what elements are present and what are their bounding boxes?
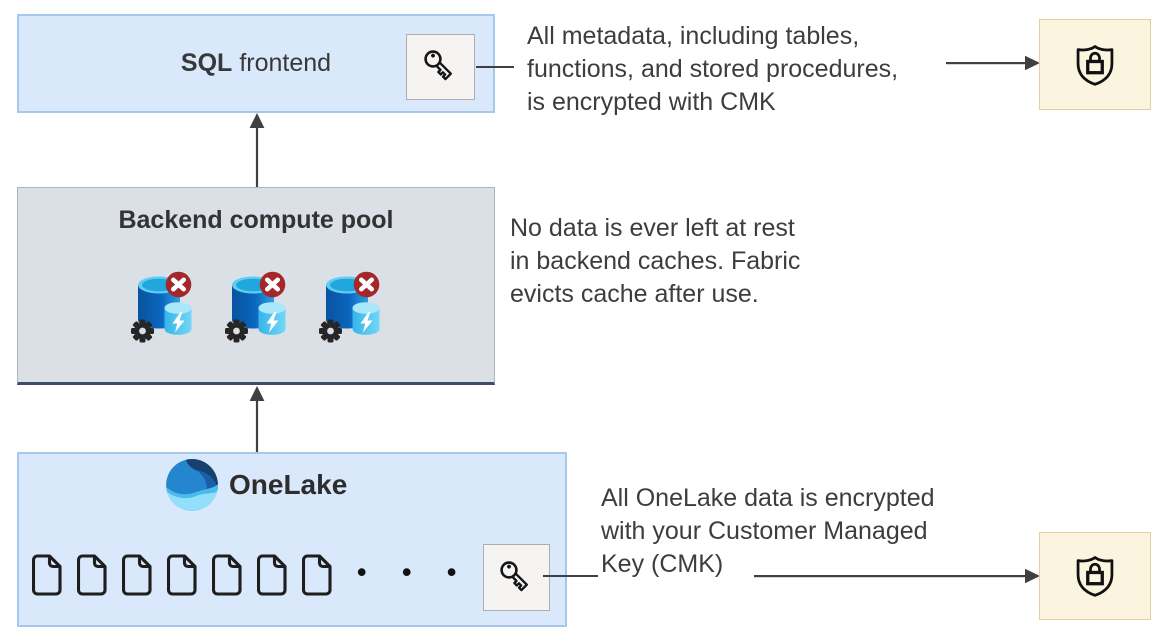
connector-line [476,66,514,68]
sql-key-tile [406,34,475,100]
cmk-key-icon [499,560,528,591]
sql-frontend-title: SQL frontend [181,49,331,78]
ellipsis-dots: • • • [357,556,471,587]
gear-icon [131,319,154,343]
document-icon [302,554,332,596]
onelake-box: OneLake • • • [17,452,567,627]
compute-node-db-icon [225,271,286,343]
gear-icon [225,319,248,343]
cmk-shield-tile [1039,19,1151,110]
arrow-up-icon [249,113,265,187]
document-icon [212,554,242,596]
arrow-up-icon [249,386,265,452]
document-group [32,554,332,596]
lightning-icon [172,312,185,333]
onelake-header: OneLake [165,458,347,512]
onelake-encryption-note: All OneLake data is encrypted with your … [601,484,935,578]
lightning-icon [360,312,373,333]
compute-node-row [131,271,383,343]
cmk-shield-tile [1039,532,1151,620]
compute-node-db-icon [131,271,192,343]
document-row: • • • [32,554,515,596]
error-x-badge-icon [165,271,192,298]
document-icon [167,554,197,596]
sql-frontend-title-strong: SQL [180,49,233,77]
cache-eviction-note: No data is ever left at rest in backend … [510,214,801,308]
gear-icon [319,319,342,343]
onelake-key-tile [483,544,550,611]
cmk-key-icon [423,50,452,81]
shield-lock-icon [1076,556,1114,597]
onelake-logo-icon [166,459,218,511]
backend-compute-pool-box: Backend compute pool [17,187,495,385]
connector-line [543,575,598,577]
document-icon [77,554,107,596]
arrow-right-icon [946,55,1040,71]
backend-pool-title: Backend compute pool [118,206,394,234]
lightning-icon [266,312,279,333]
document-icon [122,554,152,596]
error-x-badge-icon [353,271,380,298]
sql-frontend-box: SQL frontend [17,14,495,113]
arrow-right-icon [754,568,1040,584]
compute-node-db-icon [319,271,380,343]
error-x-badge-icon [259,271,286,298]
document-icon [32,554,62,596]
shield-lock-icon [1076,44,1114,86]
document-icon [257,554,287,596]
sql-frontend-title-normal: frontend [239,49,332,77]
onelake-title: OneLake [229,469,348,500]
metadata-encryption-note: All metadata, including tables, function… [527,22,899,116]
